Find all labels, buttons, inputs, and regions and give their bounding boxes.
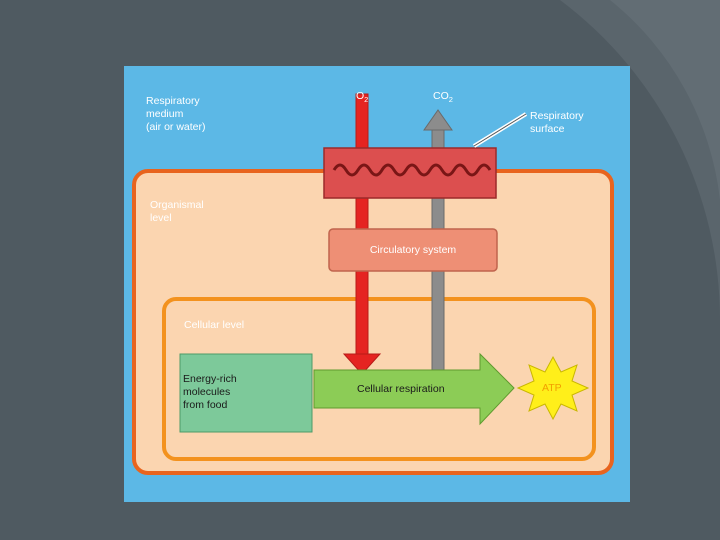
gas-exchange-diagram: Respiratory medium (air or water) O2 CO2… [124,66,630,502]
atp-burst [516,355,590,421]
circulatory-system-label: Circulatory system [369,244,457,256]
food-molecules-box [179,353,313,433]
circulatory-system-box [328,228,498,272]
respiratory-surface-folds [332,163,492,177]
cell-boundary [162,297,596,461]
respiratory-surface-pointer [472,112,528,148]
energy-rich-label: Energy-rich molecules from food [183,373,237,411]
respiratory-surface-label: Respiratory surface [530,110,584,135]
organismal-level-label: Organismal level [150,199,204,224]
co2-label: CO2 [433,90,453,105]
atp-label: ATP [542,382,562,394]
cellular-respiration-label: Cellular respiration [357,383,445,395]
o2-label: O2 [356,90,369,105]
cellular-respiration-arrow [313,352,515,426]
respiratory-medium-label: Respiratory medium (air or water) [146,95,206,133]
cellular-level-label: Cellular level [184,319,245,331]
